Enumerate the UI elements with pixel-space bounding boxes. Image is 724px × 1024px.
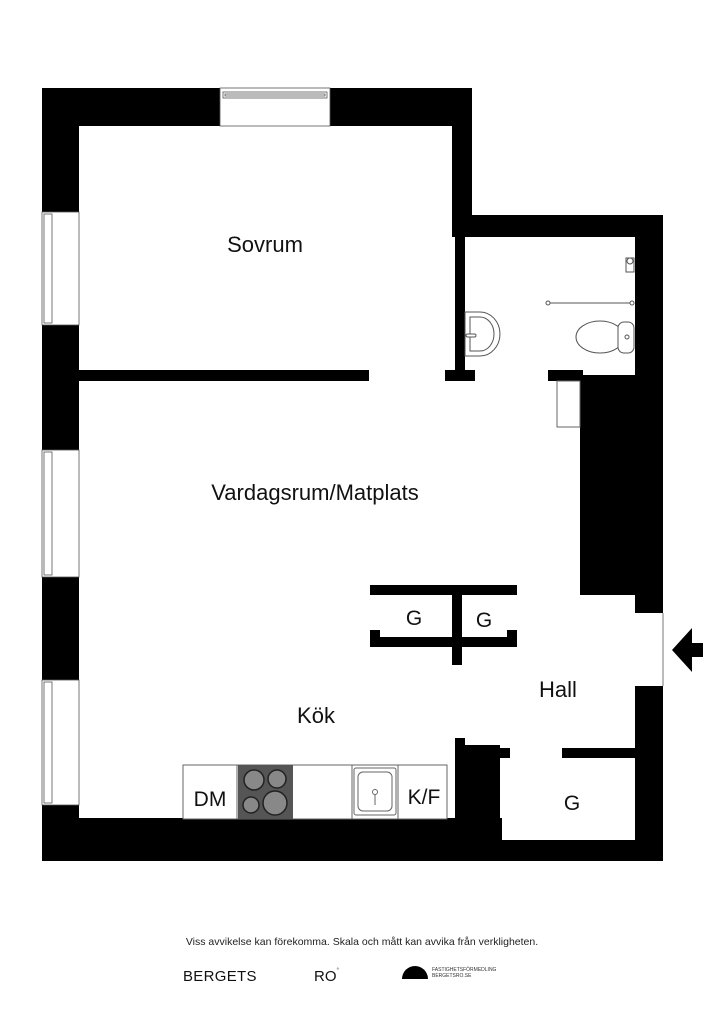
sink-icon xyxy=(353,767,397,816)
washbasin-icon xyxy=(464,311,501,357)
room-label-closet-3: G xyxy=(564,792,580,815)
room-label-hall: Hall xyxy=(539,677,577,702)
badge-text: FASTIGHETSFÖRMEDLING BERGETSRO.SE xyxy=(432,967,496,979)
fridge-freezer-label: K/F xyxy=(408,786,441,809)
disclaimer: Viss avvikelse kan förekomma. Skala och … xyxy=(185,936,539,948)
badge-line-2: BERGETSRO.SE xyxy=(432,972,472,979)
dome-logo-icon xyxy=(402,966,428,979)
room-label-closet-1: G xyxy=(406,607,422,630)
toilet-icon xyxy=(575,320,635,354)
window-left-3 xyxy=(41,679,80,806)
shower-icon xyxy=(545,257,635,306)
window-left-2 xyxy=(41,449,80,578)
floor-plan: Sovrum Vardagsrum/Matplats Kök Hall G G … xyxy=(41,87,703,861)
entrance-arrow-icon xyxy=(672,628,703,672)
dishwasher-label: DM xyxy=(194,788,227,811)
logo-bergets: BERGETS xyxy=(183,968,257,985)
badge-line-1: FASTIGHETSFÖRMEDLING xyxy=(432,966,497,973)
room-label-closet-2: G xyxy=(476,609,492,632)
logo-ro-text: RO xyxy=(314,968,337,985)
kitchen-counter xyxy=(182,764,448,820)
room-label-sovrum: Sovrum xyxy=(227,232,303,257)
windows xyxy=(41,87,331,806)
cabinet xyxy=(556,380,581,428)
agency-badge: FASTIGHETSFÖRMEDLING BERGETSRO.SE xyxy=(402,966,496,979)
logo-ro-mark: ° xyxy=(336,968,339,974)
room-label-vardagsrum: Vardagsrum/Matplats xyxy=(211,480,418,505)
walls xyxy=(42,88,663,861)
stove-icon xyxy=(238,765,293,819)
logo-ro: RO° xyxy=(314,968,339,985)
room-label-kok: Kök xyxy=(297,703,336,728)
window-left-1 xyxy=(41,211,80,326)
